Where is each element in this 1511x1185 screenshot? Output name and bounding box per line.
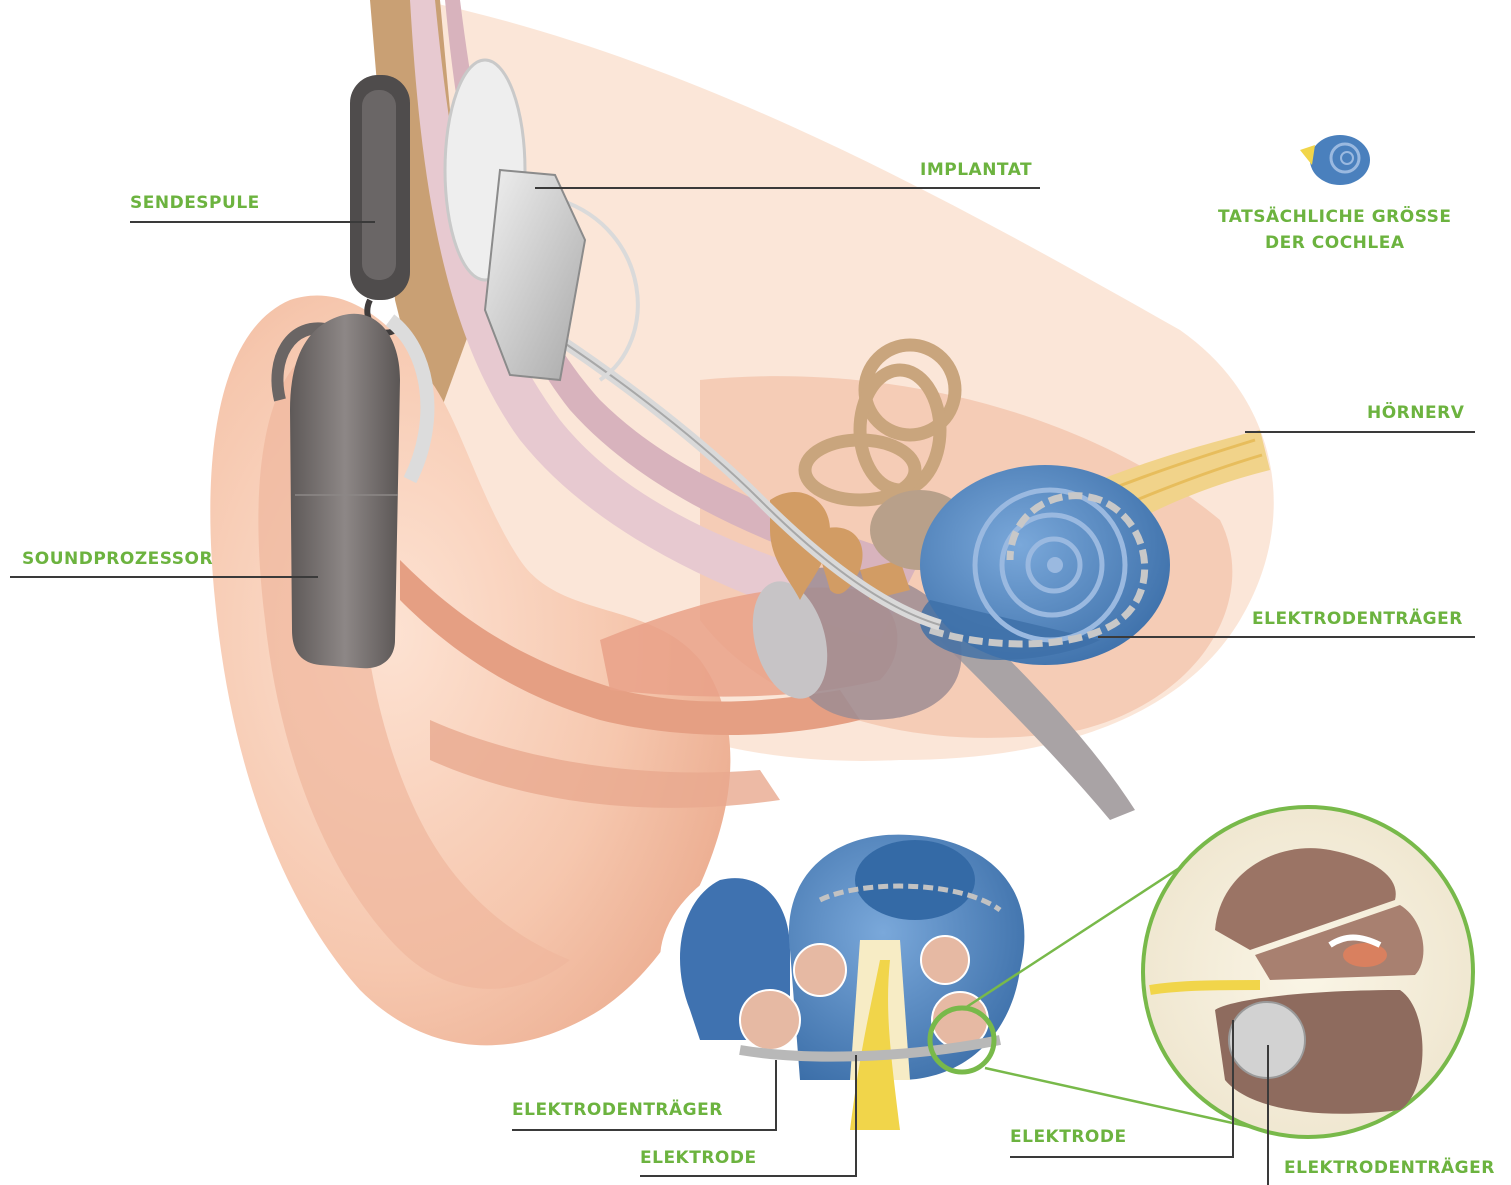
label-elektrodentraeger-cross: ELEKTRODENTRÄGER	[512, 1097, 723, 1123]
label-actual-size-line2: DER COCHLEA	[1218, 230, 1452, 256]
label-implantat: IMPLANTAT	[920, 157, 1032, 183]
label-actual-size-line1: TATSÄCHLICHE GRÖSSE	[1218, 204, 1452, 230]
label-elektrode-cross: ELEKTRODE	[640, 1145, 757, 1171]
label-hoernerv: HÖRNERV	[1367, 400, 1464, 426]
label-soundprozessor: SOUNDPROZESSOR	[22, 546, 213, 572]
label-elektrode-detail: ELEKTRODE	[1010, 1124, 1127, 1150]
label-elektrodentraeger-detail: ELEKTRODENTRÄGER	[1284, 1155, 1495, 1181]
label-sendespule: SENDESPULE	[130, 190, 260, 216]
sound-processor	[277, 314, 400, 669]
label-actual-size: TATSÄCHLICHE GRÖSSE DER COCHLEA	[1218, 204, 1452, 257]
cochlea-cross-section	[660, 830, 1100, 1130]
cochlea	[920, 465, 1170, 665]
actual-size-cochlea-icon	[1300, 135, 1370, 185]
detail-magnification	[1143, 807, 1473, 1137]
label-elektrodentraeger-main: ELEKTRODENTRÄGER	[1252, 606, 1463, 632]
